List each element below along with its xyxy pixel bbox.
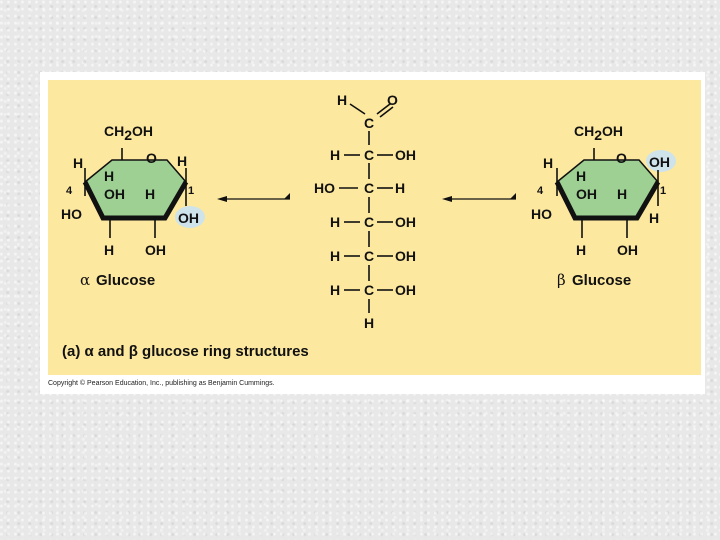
beta-oh-highlight <box>646 150 676 172</box>
linear-row-4-right: OH <box>395 248 416 264</box>
alpha-c4-number: 4 <box>66 185 73 197</box>
copyright-notice: Copyright © Pearson Education, Inc., pub… <box>48 380 275 387</box>
beta-c4-h: H <box>576 168 586 184</box>
alpha-ch2oh-label: CH2OH <box>104 123 153 143</box>
alpha-ring-front-edge <box>82 180 189 221</box>
beta-glucose-structure: CH2OH O H OH 4 1 HO H OH H H OH H β Gluc… <box>531 123 676 289</box>
alpha-c1-number: 1 <box>188 185 194 197</box>
linear-row-3-left: H <box>330 214 340 230</box>
beta-ring-front-edge <box>554 180 661 221</box>
alpha-c3-h: H <box>104 242 114 258</box>
beta-c3-h: H <box>576 242 586 258</box>
alpha-c1-oh: OH <box>178 210 199 226</box>
beta-ring-oxygen: O <box>616 150 627 166</box>
linear-row-3-carbon: C <box>364 214 374 230</box>
linear-bottom-h: H <box>364 315 374 331</box>
figure-background <box>48 80 701 375</box>
linear-row-4-carbon: C <box>364 248 374 264</box>
linear-row-5-right: OH <box>395 282 416 298</box>
linear-row-3-right: OH <box>395 214 416 230</box>
linear-top-carbon: C <box>364 115 374 131</box>
beta-c3-oh: OH <box>576 186 597 202</box>
linear-row: H C OH <box>330 282 416 298</box>
linear-row-1-left: H <box>330 147 340 163</box>
alpha-c5-h: H <box>73 155 83 171</box>
alpha-c3-oh: OH <box>104 186 125 202</box>
left-equilibrium-arrow <box>217 193 290 202</box>
beta-c1-oh: OH <box>649 154 670 170</box>
linear-row-5-left: H <box>330 282 340 298</box>
linear-aldehyde-o: O <box>387 92 398 108</box>
linear-glucose-structure: H O C H C OH HO C H H C <box>314 92 416 331</box>
alpha-glucose-label: Glucose <box>96 272 155 289</box>
linear-row-1-carbon: C <box>364 147 374 163</box>
alpha-c4-ho: HO <box>61 206 82 222</box>
linear-row: H C OH <box>330 214 416 230</box>
figure-caption: (a) α and β glucose ring structures <box>62 343 309 360</box>
linear-row: H C OH <box>330 248 416 264</box>
linear-row: HO C H <box>314 180 405 196</box>
alpha-glucose-structure: CH2OH O H H 4 1 HO H OH H H OH OH α Gluc… <box>61 123 205 289</box>
alpha-c2-oh: OH <box>145 242 166 258</box>
linear-ch-bond <box>349 103 366 115</box>
beta-glucose-label: Glucose <box>572 272 631 289</box>
beta-c5-h: H <box>543 155 553 171</box>
linear-row-5-carbon: C <box>364 282 374 298</box>
beta-c2-h: H <box>617 186 627 202</box>
linear-row-2-left: HO <box>314 180 335 196</box>
beta-c1-h: H <box>649 210 659 226</box>
alpha-oh-highlight <box>175 206 205 228</box>
linear-row: H C OH <box>330 147 416 163</box>
beta-c2-oh: OH <box>617 242 638 258</box>
linear-row-2-right: H <box>395 180 405 196</box>
linear-aldehyde-h: H <box>337 92 347 108</box>
beta-ch2oh-label: CH2OH <box>574 123 623 143</box>
alpha-c4-h: H <box>104 168 114 184</box>
alpha-ring-oxygen: O <box>146 150 157 166</box>
linear-row-4-left: H <box>330 248 340 264</box>
beta-c4-ho: HO <box>531 206 552 222</box>
alpha-greek-letter: α <box>80 271 90 289</box>
beta-greek-letter: β <box>557 271 566 289</box>
beta-c4-number: 4 <box>537 185 544 197</box>
linear-row-2-carbon: C <box>364 180 374 196</box>
alpha-c2-h: H <box>145 186 155 202</box>
alpha-c1-h: H <box>177 153 187 169</box>
right-equilibrium-arrow <box>442 193 516 202</box>
linear-row-1-right: OH <box>395 147 416 163</box>
beta-c1-number: 1 <box>660 185 666 197</box>
linear-co-bond-2 <box>379 106 394 118</box>
linear-co-bond-1 <box>376 103 391 115</box>
